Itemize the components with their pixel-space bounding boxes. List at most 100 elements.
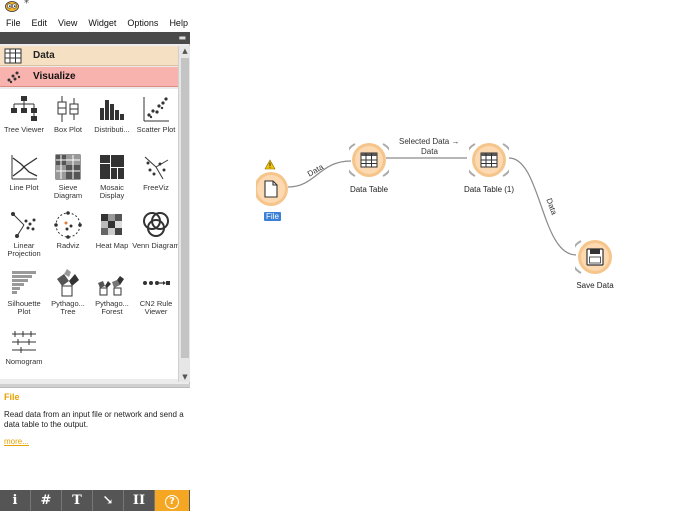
menu-help[interactable]: Help [169, 18, 188, 28]
scroll-down-icon[interactable]: ▼ [182, 373, 188, 381]
node-data-table-1-label: Data Table (1) [463, 185, 515, 194]
widget-box-plot[interactable]: Box Plot [46, 92, 90, 148]
collapse-icon[interactable]: ▬ [178, 33, 186, 42]
link-data-table-1-to-save-data [508, 157, 577, 256]
widget-label: Scatter Plot [136, 125, 176, 134]
node-data-table-1[interactable] [469, 140, 509, 180]
line-plot-icon [11, 155, 38, 180]
widget-grid: Tree Viewer Box Plot Distributi... [0, 89, 180, 380]
widget-heat-map[interactable]: Heat Map [90, 208, 134, 264]
grid-icon: # [40, 493, 52, 508]
distributions-icon [100, 100, 124, 120]
menu-bar: File Edit View Widget Options Help [0, 15, 683, 32]
widget-label: Line Plot [9, 183, 39, 192]
widget-label: Pythago... Forest [95, 299, 129, 316]
pythagorean-tree-icon [57, 269, 79, 297]
link-file-to-data-table [287, 160, 352, 188]
help-more-link[interactable]: more... [4, 437, 29, 446]
freeviz-icon [144, 156, 169, 180]
category-visualize-label: Visualize [33, 71, 76, 82]
node-file[interactable] [256, 157, 292, 217]
nomogram-icon [12, 331, 36, 353]
pause-button[interactable]: II [124, 490, 155, 511]
workflow-canvas[interactable]: File Data Table Data Table (1) Save Data… [191, 32, 683, 511]
info-button[interactable]: i [0, 490, 31, 511]
menu-options[interactable]: Options [127, 18, 159, 28]
widget-silhouette-plot[interactable]: Silhouette Plot [2, 266, 46, 322]
text-annotation-icon: T [72, 493, 82, 508]
category-visualize[interactable]: Visualize [0, 67, 178, 87]
help-panel: File Read data from an input file or net… [0, 387, 190, 490]
title-bar: * [0, 0, 683, 15]
widget-label: Venn Diagram [132, 241, 180, 250]
cn2-rule-viewer-icon [143, 281, 170, 285]
link-label-selected-data-target: Data [421, 147, 438, 156]
menu-edit[interactable]: Edit [31, 18, 48, 28]
silhouette-plot-icon [12, 271, 36, 294]
widget-tree-viewer[interactable]: Tree Viewer [2, 92, 46, 148]
category-data[interactable]: Data [0, 46, 178, 66]
widget-pythagorean-forest[interactable]: Pythago... Forest [90, 266, 134, 322]
box-plot-icon [57, 96, 79, 122]
node-save-data[interactable] [575, 237, 615, 277]
node-file-label[interactable]: File [264, 212, 281, 221]
venn-diagram-icon [143, 212, 169, 237]
toolbox-scrollbar[interactable]: ▲ ▼ [178, 46, 190, 382]
orange-app-icon [5, 1, 19, 12]
text-annotation-button[interactable]: T [62, 490, 93, 511]
window-title: * [24, 0, 29, 9]
node-data-table-label: Data Table [349, 185, 389, 194]
links-layer [287, 157, 577, 256]
widget-cn2-rule-viewer[interactable]: CN2 Rule Viewer [134, 266, 178, 322]
widget-line-plot[interactable]: Line Plot [2, 150, 46, 206]
radviz-icon [54, 211, 82, 239]
widget-freeviz[interactable]: FreeViz [134, 150, 178, 206]
widget-mosaic-display[interactable]: Mosaic Display [90, 150, 134, 206]
scatter-plot-icon [143, 97, 169, 122]
widget-label: Sieve Diagram [53, 183, 83, 200]
menu-widget[interactable]: Widget [88, 18, 117, 28]
widget-toolbox: ▬ Data Visualize Tree Viewer [0, 32, 190, 511]
pause-icon: II [132, 493, 146, 508]
widget-label: Box Plot [54, 125, 82, 134]
widget-label: FreeViz [143, 183, 169, 192]
scroll-thumb[interactable] [181, 58, 189, 358]
arrow-annotation-button[interactable]: ↘ [93, 490, 124, 511]
pythagorean-forest-icon [98, 276, 124, 296]
help-title: File [4, 392, 20, 402]
widget-venn-diagram[interactable]: Venn Diagram [132, 208, 180, 264]
link-label-selected-data: Selected Data → [399, 137, 460, 146]
widget-pythagorean-tree[interactable]: Pythago... Tree [46, 266, 90, 322]
info-icon: i [12, 493, 18, 508]
menu-file[interactable]: File [6, 18, 21, 28]
widget-label: Heat Map [95, 241, 129, 250]
widget-label: Linear Projection [7, 241, 41, 258]
arrow-annotation-icon: ↘ [102, 493, 114, 508]
widget-label: Mosaic Display [99, 183, 125, 200]
grid-button[interactable]: # [31, 490, 62, 511]
panel-splitter[interactable] [0, 384, 190, 387]
category-data-label: Data [33, 50, 55, 61]
node-save-data-label: Save Data [576, 281, 614, 290]
heat-map-icon [101, 214, 122, 235]
help-button[interactable]: ? [155, 490, 189, 511]
widget-label: Tree Viewer [3, 125, 45, 134]
widget-nomogram[interactable]: Nomogram [2, 324, 46, 380]
widget-label: Nomogram [5, 357, 43, 366]
menu-view[interactable]: View [58, 18, 78, 28]
linear-projection-icon [11, 212, 36, 238]
widget-radviz[interactable]: Radviz [46, 208, 90, 264]
widget-label: Radviz [56, 241, 80, 250]
data-category-icon [4, 48, 22, 64]
widget-distributions[interactable]: Distributi... [90, 92, 134, 148]
help-icon: ? [165, 495, 179, 509]
widget-linear-projection[interactable]: Linear Projection [2, 208, 46, 264]
scroll-up-icon[interactable]: ▲ [182, 47, 188, 55]
widget-sieve-diagram[interactable]: Sieve Diagram [46, 150, 90, 206]
tree-viewer-icon [11, 96, 37, 121]
bottom-toolbar: i # T ↘ II ? [0, 490, 190, 511]
widget-label: CN2 Rule Viewer [139, 299, 173, 316]
help-description: Read data from an input file or network … [4, 410, 184, 429]
widget-scatter-plot[interactable]: Scatter Plot [134, 92, 178, 148]
node-data-table[interactable] [349, 140, 389, 180]
